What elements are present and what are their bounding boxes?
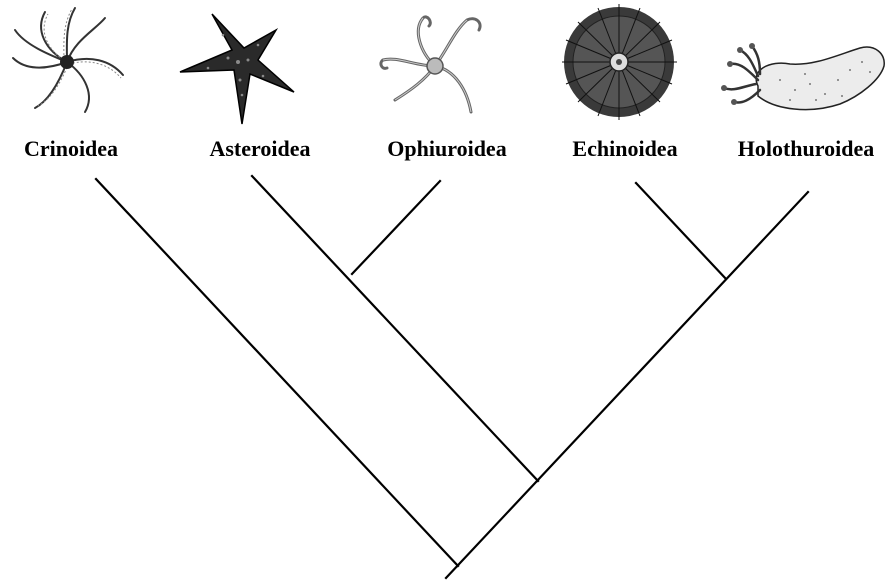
branch-crinoidea — [96, 179, 458, 566]
branch-echinoidea — [636, 183, 726, 279]
branch-ophiuroidea — [352, 181, 440, 274]
branch-asteroidea — [252, 176, 538, 481]
branch-holothuroidea-to-root — [446, 192, 808, 578]
